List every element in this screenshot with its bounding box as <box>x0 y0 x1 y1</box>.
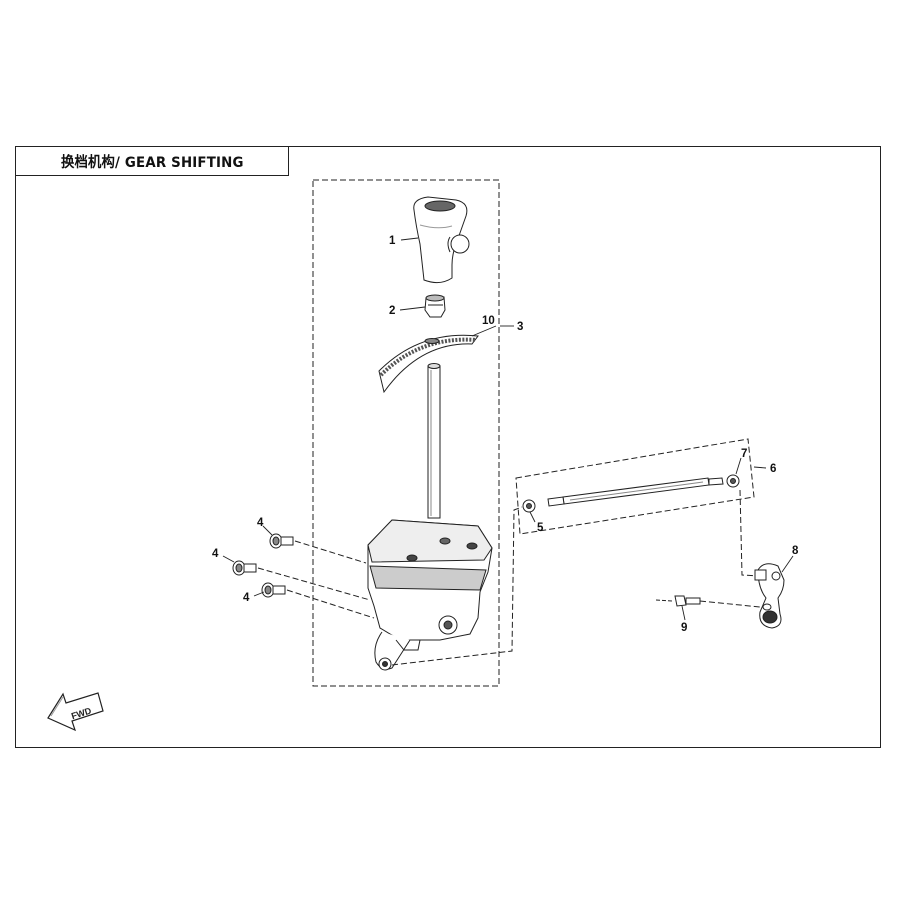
callout-4-middle: 4 <box>212 548 219 560</box>
callout-leader-lines <box>222 237 794 621</box>
callout-4-lower: 4 <box>243 592 250 604</box>
shift-rod-part <box>547 477 724 507</box>
rod-to-arm-leader-line <box>739 489 761 577</box>
nut-part-7 <box>726 474 740 488</box>
shift-arm-part <box>754 563 785 629</box>
callout-2: 2 <box>389 305 395 317</box>
nut-part-5 <box>522 499 536 513</box>
bolt-part-lower <box>261 582 286 598</box>
diagram-title: 换档机构/ GEAR SHIFTING <box>60 154 244 171</box>
diagram-frame <box>15 146 881 748</box>
assembly-3-dashed-box <box>312 179 500 687</box>
callout-8: 8 <box>792 545 799 557</box>
callout-6: 6 <box>770 463 776 475</box>
title-box: 换档机构/ GEAR SHIFTING <box>15 146 289 176</box>
callout-3: 3 <box>517 321 523 333</box>
callout-5: 5 <box>537 522 544 534</box>
shift-gate-boot-part <box>378 334 479 394</box>
bolt-part-middle <box>232 560 257 576</box>
callout-7: 7 <box>741 448 747 460</box>
callout-4-upper: 4 <box>257 517 264 529</box>
bolt-leader-lines <box>257 540 375 619</box>
shift-lever-shaft <box>427 363 441 519</box>
bushing-part <box>424 294 446 318</box>
bolt-part-upper <box>269 533 294 549</box>
callout-9: 9 <box>681 622 687 634</box>
linkage-leader-line <box>391 506 523 666</box>
bolt-part-9 <box>655 595 761 608</box>
fwd-arrow-icon <box>47 692 104 732</box>
shifter-housing-part <box>367 519 493 671</box>
assembly-6-dashed-box <box>515 438 755 535</box>
callout-1: 1 <box>389 235 396 247</box>
shift-knob-part <box>413 196 470 284</box>
callout-10: 10 <box>482 315 495 327</box>
